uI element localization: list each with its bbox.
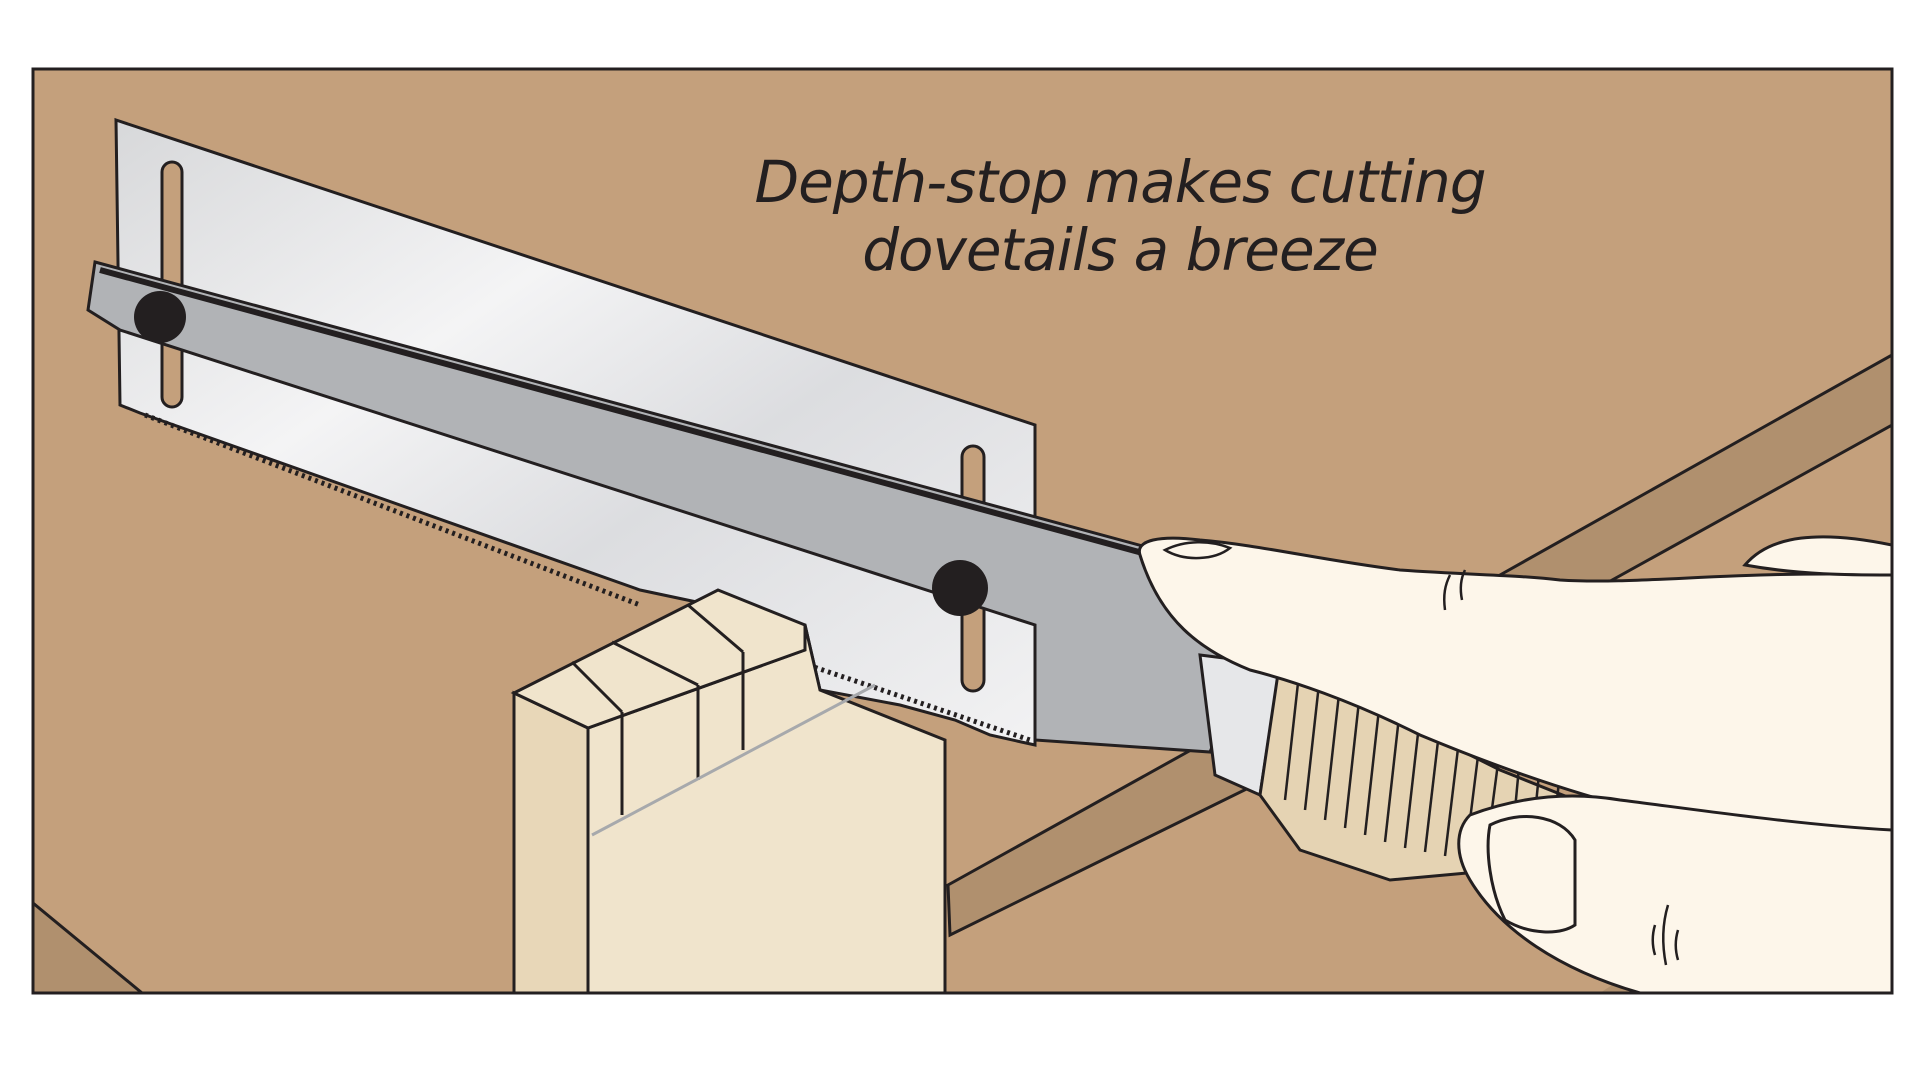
caption-line-2: dovetails a breeze [862, 216, 1379, 284]
thumbscrew-knob-right [932, 560, 988, 616]
fingernail [1162, 540, 1233, 560]
dovetail-line-2 [611, 640, 699, 687]
bench-edge-left [33, 901, 145, 993]
hand-knuckle [1742, 535, 1892, 577]
board-side [512, 690, 590, 993]
thumbnail [1486, 815, 1577, 934]
frame-border [31, 67, 1894, 995]
caption-line-1: Depth-stop makes cutting [754, 148, 1486, 216]
thumbscrew-knob-left [134, 291, 186, 343]
baseline-mark [591, 683, 876, 837]
dovetail-line-1 [570, 660, 624, 714]
board-top [510, 588, 807, 730]
caption: Depth-stop makes cutting dovetails a bre… [640, 148, 1600, 284]
skin-crease-lines [1442, 569, 1680, 966]
dovetail-line-3 [687, 603, 744, 654]
saw-teeth [144, 412, 641, 608]
bar-top-edge [99, 267, 1151, 558]
